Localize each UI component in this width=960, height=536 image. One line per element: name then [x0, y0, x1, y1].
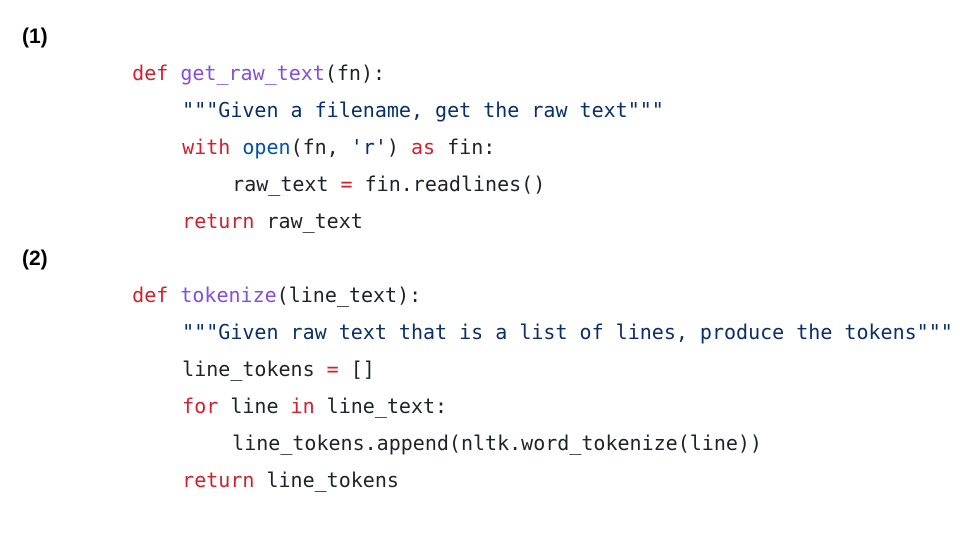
code-line: return raw_text [134, 166, 363, 233]
code-line: for line in line_text: [134, 351, 447, 418]
code-token: tokenize [180, 283, 277, 307]
code-token: """Given raw text that is a list of line… [182, 320, 953, 344]
code-line: line_tokens.append(nltk.word_tokenize(li… [184, 388, 762, 455]
code-line: line_tokens = [] [134, 314, 375, 381]
code-token: (line_text): [276, 283, 422, 307]
code-token: raw_text [232, 172, 341, 196]
code-token: line_text: [314, 394, 448, 418]
code-line: """Given raw text that is a list of line… [134, 277, 953, 344]
code-line: """Given a filename, get the raw text""" [134, 55, 664, 122]
code-token: fin.readlines() [352, 172, 546, 196]
code-line: def get_raw_text(fn): [84, 18, 385, 85]
code-token: as [411, 135, 436, 159]
snippet-label: (2) [22, 247, 48, 270]
code-token: def [132, 61, 169, 85]
code-line: with open(fn, 'r') as fin: [134, 92, 495, 159]
snippet-label: (1) [22, 25, 48, 48]
code-token: return [182, 209, 255, 233]
code-token: open [242, 135, 291, 159]
code-token: line_tokens [254, 468, 399, 492]
code-token: ) [386, 135, 411, 159]
code-token: = [340, 172, 353, 196]
code-token: fin: [435, 135, 496, 159]
code-token: in [290, 394, 315, 418]
code-token: line_tokens [182, 357, 327, 381]
code-token: return [182, 468, 255, 492]
code-token: get_raw_text [180, 61, 325, 85]
code-token: 'r' [350, 135, 387, 159]
code-token: for [182, 394, 219, 418]
code-token: (fn): [324, 61, 386, 85]
code-token: with [182, 135, 231, 159]
code-line: raw_text = fin.readlines() [184, 129, 545, 196]
code-token: (fn, [290, 135, 351, 159]
code-line: return line_tokens [134, 425, 399, 492]
code-token: line [218, 394, 291, 418]
code-line: def tokenize(line_text): [84, 240, 421, 307]
code-token: [] [338, 357, 375, 381]
code-token: = [326, 357, 339, 381]
code-token: line_tokens.append(nltk.word_tokenize(li… [232, 431, 762, 455]
code-token: def [132, 283, 169, 307]
code-token: """Given a filename, get the raw text""" [182, 98, 664, 122]
code-token: raw_text [254, 209, 363, 233]
